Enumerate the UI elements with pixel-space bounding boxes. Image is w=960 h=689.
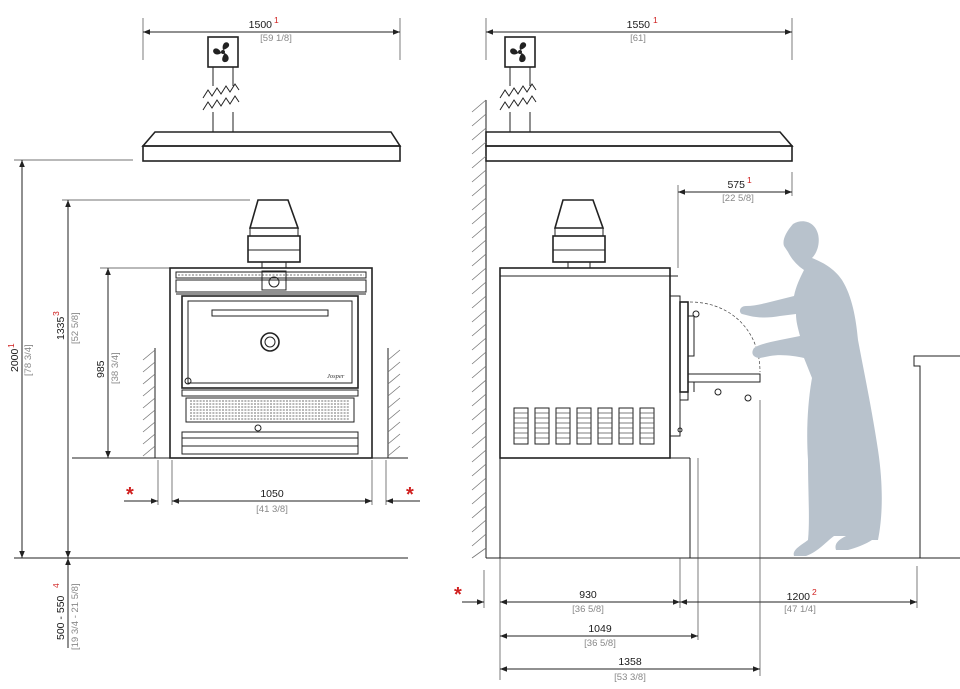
door-handle — [211, 309, 329, 317]
side-hood-depth-note: 1 — [653, 15, 658, 25]
door-swing-arc — [689, 301, 761, 373]
side-body-depth-mm: 930 — [579, 589, 597, 601]
front-clearance-mark-right: * — [406, 484, 414, 506]
front-oven-width-inch: [41 3/8] — [256, 504, 288, 515]
front-hood-width-dimension: 1500 1 [59 1/8] — [142, 15, 401, 60]
side-base-stand — [499, 457, 699, 640]
front-oven-width-dimension: * * 1050 [41 3/8] — [124, 460, 420, 515]
side-body-depth-inch: [36 5/8] — [572, 604, 604, 615]
smoke-squiggle — [499, 83, 537, 99]
front-view: 1500 1 [59 1/8] 2000 1 [78 3/4] — [6, 15, 420, 650]
side-body-depth-dimension: * 930 [36 5/8] — [454, 558, 681, 680]
front-air-vents — [185, 397, 355, 423]
fan-icon — [504, 36, 536, 68]
side-handle-depth-inch: [36 5/8] — [584, 638, 616, 649]
temperature-gauge — [260, 332, 280, 352]
side-oven-body — [499, 267, 700, 459]
side-clearance-mark: * — [454, 584, 462, 606]
front-total-height-inch: [78 3/4] — [23, 344, 34, 376]
front-oven-height-dimension: 985 [38 3/4] — [95, 267, 170, 458]
front-hood-width-note: 1 — [274, 15, 279, 25]
side-air-vents — [513, 407, 655, 445]
side-open-door-tray — [687, 373, 761, 402]
side-hood — [485, 131, 794, 162]
front-oven-body: Josper — [169, 267, 373, 459]
front-total-height-note: 1 — [6, 343, 16, 348]
front-right-wall-hatch — [387, 348, 401, 458]
side-handle-depth-dimension: 1049 [36 5/8] — [500, 623, 698, 649]
front-total-height-dimension: 2000 1 [78 3/4] — [6, 159, 133, 558]
front-oven-height-inch: [38 3/4] — [110, 352, 121, 384]
side-hood-overhang-mm: 575 — [727, 179, 745, 191]
operator-silhouette — [739, 221, 882, 556]
front-total-height-mm: 2000 — [9, 348, 21, 372]
front-hood-width-mm: 1500 — [249, 19, 273, 31]
front-brand-label: Josper — [327, 373, 345, 380]
side-handle-depth-mm: 1049 — [588, 623, 612, 635]
front-chimney-cap — [247, 199, 301, 269]
side-operator-space-note: 2 — [812, 587, 817, 597]
side-operator-space-mm: 1200 — [787, 591, 811, 603]
front-unit-height-dimension: 1335 3 [52 5/8] — [51, 199, 250, 558]
side-hood-overhang-inch: [22 5/8] — [722, 193, 754, 204]
front-left-wall-hatch — [142, 348, 156, 458]
front-base-height-note: 4 — [51, 583, 61, 588]
front-hood — [141, 131, 402, 162]
front-oven-width-mm: 1050 — [260, 488, 284, 500]
side-extraction-fan — [499, 36, 537, 132]
front-unit-height-note: 3 — [51, 311, 61, 316]
smoke-squiggle — [202, 83, 240, 99]
fan-icon — [207, 36, 239, 68]
side-oven-door — [679, 301, 689, 393]
front-base-height-dimension: 500 - 550 4 [19 3/4 - 21 5/8] — [51, 558, 81, 650]
front-extraction-fan — [202, 36, 240, 132]
side-open-door-depth-dimension: 1358 [53 3/8] — [500, 400, 761, 683]
side-back-wall — [471, 99, 487, 559]
side-operator-space-dimension: 1200 2 [47 1/4] — [680, 566, 918, 615]
side-hood-overhang-dimension: 575 1 [22 5/8] — [677, 172, 793, 268]
side-chimney-cap — [552, 199, 606, 269]
front-hood-width-inch: [59 1/8] — [260, 33, 292, 44]
front-oven-height-mm: 985 — [95, 360, 107, 378]
side-operator-space-inch: [47 1/4] — [784, 604, 816, 615]
side-view: 1550 1 [61] — [454, 15, 960, 683]
side-counter — [913, 355, 960, 558]
side-hood-overhang-note: 1 — [747, 175, 752, 185]
oven-door — [181, 295, 359, 389]
side-open-door-depth-mm: 1358 — [618, 656, 642, 668]
front-clearance-mark-left: * — [126, 484, 134, 506]
side-hood-depth-inch: [61] — [630, 33, 646, 44]
side-hood-depth-mm: 1550 — [627, 19, 651, 31]
front-unit-height-mm: 1335 — [55, 316, 67, 340]
front-unit-height-inch: [52 5/8] — [70, 312, 81, 344]
front-base-height-inch: [19 3/4 - 21 5/8] — [70, 583, 81, 650]
front-base-height-mm: 500 - 550 — [55, 595, 67, 640]
side-hood-depth-dimension: 1550 1 [61] — [485, 15, 793, 60]
side-open-door-depth-inch: [53 3/8] — [614, 672, 646, 683]
